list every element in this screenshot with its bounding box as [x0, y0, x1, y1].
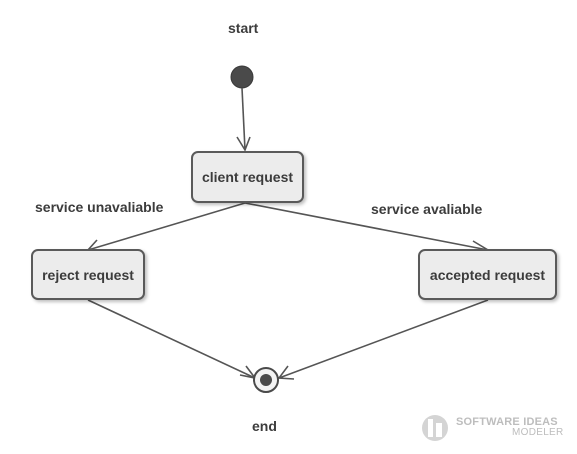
start-label: start: [228, 20, 259, 36]
state-reject-request[interactable]: reject request: [31, 249, 145, 300]
state-client-request-label: client request: [201, 169, 294, 185]
transition-reject-to-end[interactable]: [87, 299, 257, 380]
watermark-product: MODELER: [512, 427, 564, 438]
final-node[interactable]: [253, 367, 279, 393]
transition-accepted-to-end[interactable]: [277, 299, 489, 380]
state-accepted-request-label: accepted request: [429, 266, 546, 283]
transition-label-service-available: service avaliable: [371, 201, 483, 217]
software-ideas-logo-icon: [422, 415, 448, 441]
end-label: end: [252, 418, 277, 434]
transition-start-to-client[interactable]: [236, 87, 251, 152]
state-client-request[interactable]: client request: [191, 151, 304, 203]
state-reject-request-label: reject request: [42, 266, 134, 283]
watermark-brand: SOFTWARE IDEAS: [456, 416, 558, 428]
state-accepted-request[interactable]: accepted request: [418, 249, 557, 300]
software-ideas-modeler-watermark: SOFTWARE IDEAS MODELER: [420, 413, 570, 443]
transition-label-service-unavailable: service unavaliable: [35, 199, 164, 215]
initial-node[interactable]: [230, 65, 254, 89]
